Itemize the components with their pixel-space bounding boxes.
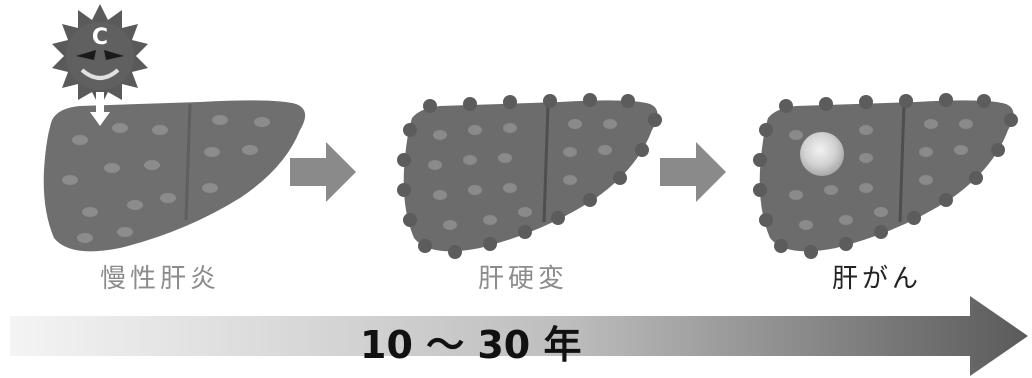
timeline-label: 10 ～ 30 年 (360, 323, 582, 367)
hepatitis-c-virus-icon (52, 4, 148, 126)
virus-letter: C (92, 25, 108, 50)
liver-cancer (753, 93, 1018, 259)
timeline-arrow (10, 296, 1028, 376)
stage-label-chronic-hepatitis: 慢性肝炎 (100, 264, 221, 294)
liver-cirrhosis-nodules (397, 93, 662, 259)
liver-cirrhosis (397, 93, 662, 259)
liver-cirrhosis-spots (428, 119, 617, 230)
stage-label-liver-cancer: 肝がん (832, 264, 923, 294)
liver-hepatitis-spots (62, 115, 270, 243)
liver-cancer-nodules (753, 93, 1018, 259)
liver-cancer-spots (789, 119, 973, 230)
progression-arrow-1 (290, 142, 356, 202)
stage-label-cirrhosis: 肝硬変 (478, 264, 569, 294)
tumor-mass (800, 132, 844, 176)
liver-hepatitis (43, 100, 306, 252)
progression-arrow-2 (660, 142, 726, 202)
